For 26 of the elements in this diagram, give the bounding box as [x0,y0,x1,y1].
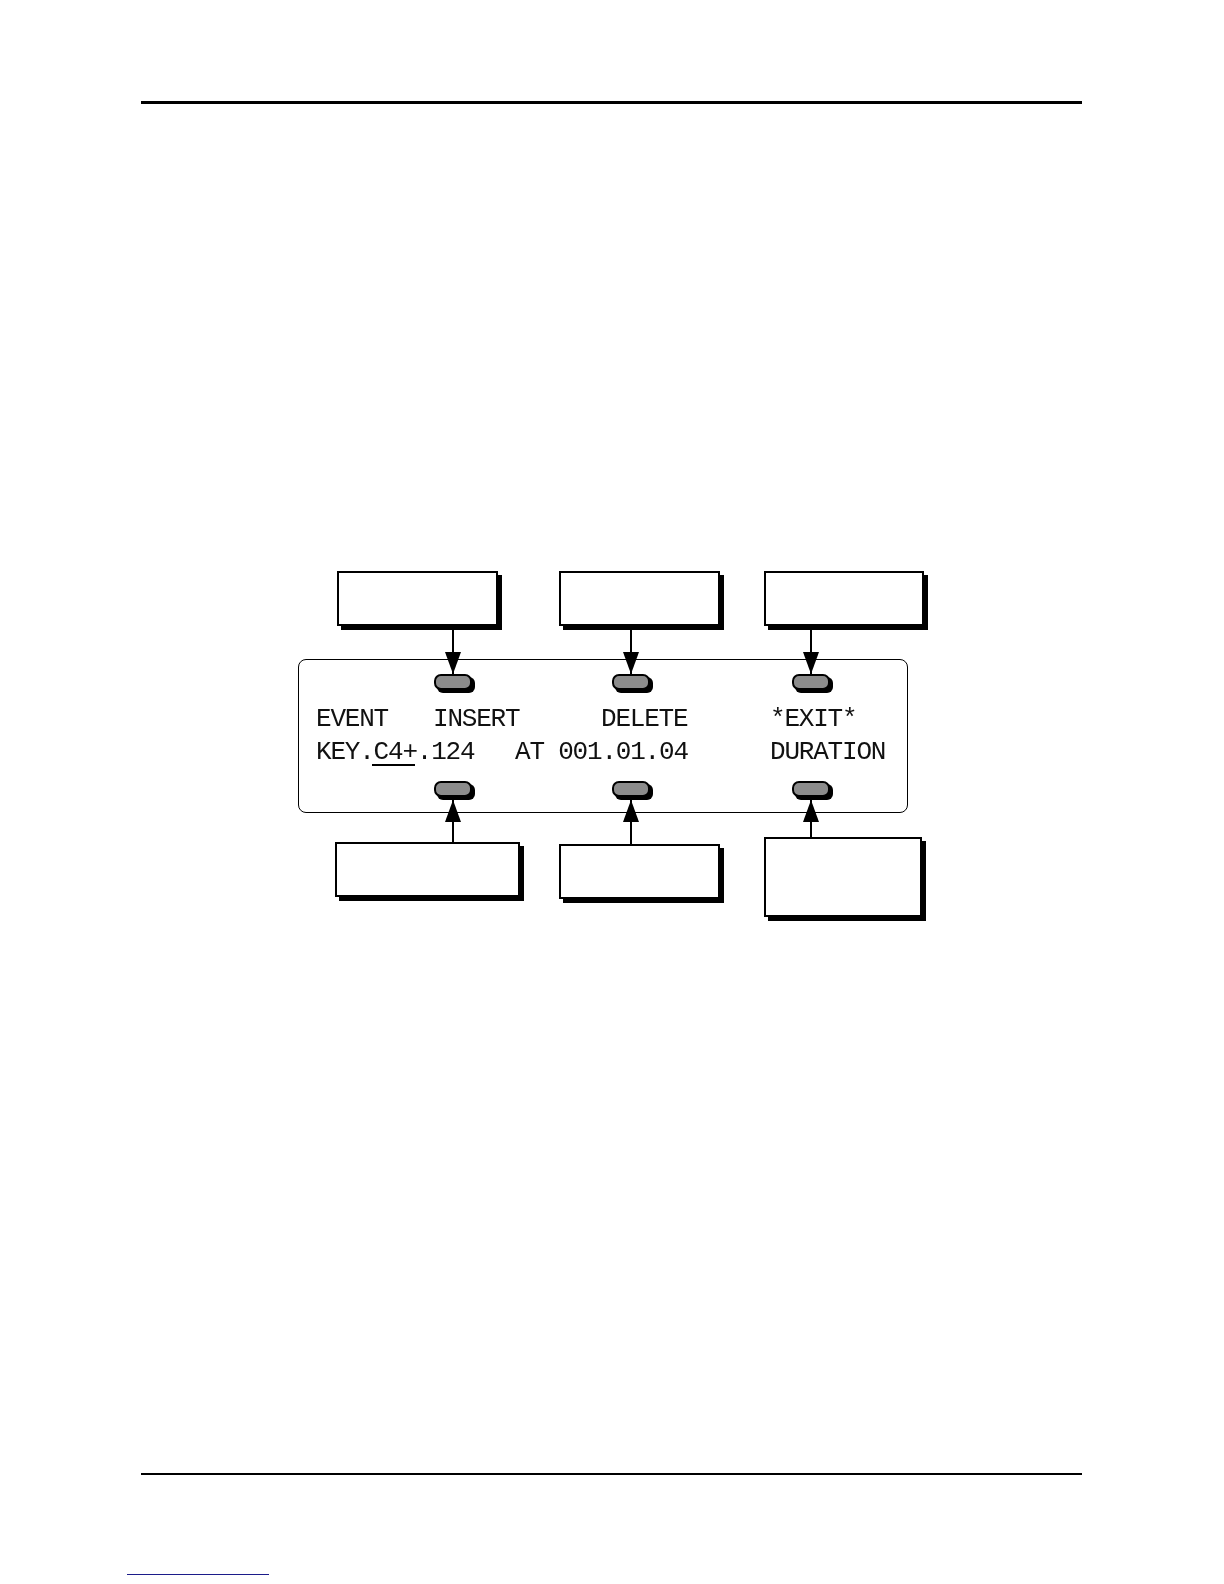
arrow [623,799,639,845]
display-text: KEY.C4+.124 [316,742,475,763]
soft-key-button [434,781,475,800]
display-panel [298,659,908,813]
soft-key-button [434,674,475,693]
callout-box [559,844,724,903]
callout-box [559,571,724,630]
display-text: DELETE [601,709,688,730]
display-text: INSERT [433,709,520,730]
arrow [803,629,819,675]
callout-box [764,837,926,921]
display-text: AT 001.01.04 [515,742,688,763]
arrow [803,799,819,838]
display-text: *EXIT* [770,709,857,730]
callout-box [337,571,502,630]
callout-box [764,571,928,630]
soft-key-button [612,781,653,800]
display-text: DURATION [770,742,886,763]
arrow [445,629,461,675]
arrow [623,629,639,675]
display-text: EVENT [316,709,388,730]
soft-key-button [612,674,653,693]
arrow [445,799,461,843]
soft-key-button [792,781,833,800]
callout-box [335,842,524,901]
soft-key-button [792,674,833,693]
